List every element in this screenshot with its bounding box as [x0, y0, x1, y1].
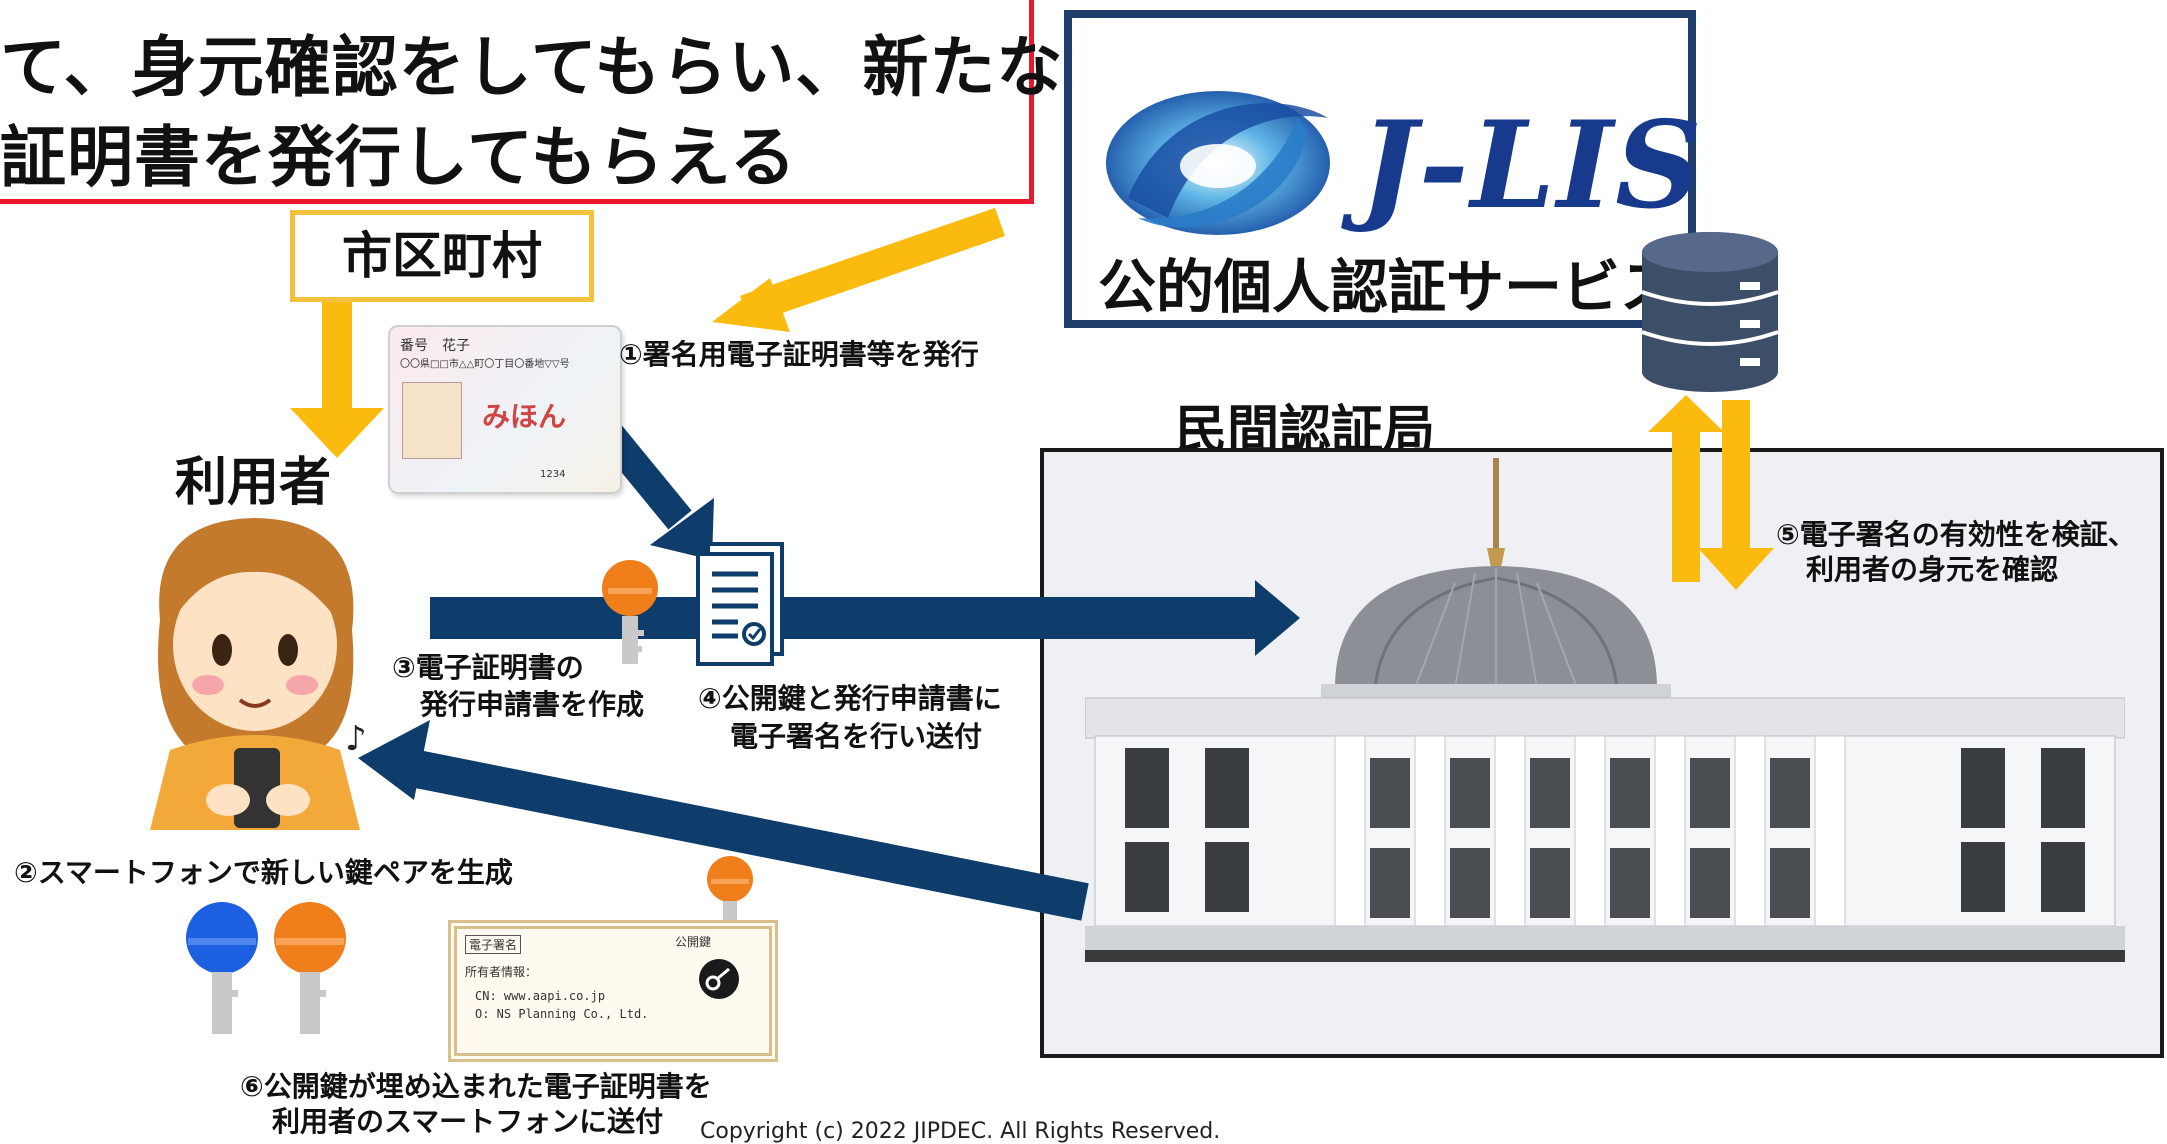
svg-text:♪: ♪	[345, 719, 367, 759]
step-4-label-line-1: ④公開鍵と発行申請書に	[698, 682, 1002, 715]
title-line-1: て、身元確認をしてもらい、新たな	[0, 29, 1064, 106]
arrow-municipality-to-user	[322, 302, 352, 410]
certificate-org: O: NS Planning Co., Ltd.	[475, 1007, 649, 1021]
id-card-stamp: みほん	[482, 400, 567, 433]
certificate-badge: 電子署名	[465, 935, 522, 954]
municipality-box: 市区町村	[290, 210, 594, 302]
public-key-icon	[602, 560, 658, 664]
step-6-label-line-1: ⑥公開鍵が埋め込まれた電子証明書を	[240, 1070, 712, 1103]
municipality-label: 市区町村	[342, 227, 542, 285]
step-5-label-line-1: ⑤電子署名の有効性を検証、	[1776, 518, 2136, 551]
step-1-label: ①署名用電子証明書等を発行	[619, 338, 979, 371]
arrow-ca-to-jlis-head	[1648, 395, 1724, 432]
jlis-swirl-logo	[1106, 91, 1330, 235]
arrow-municipality-to-user-head	[290, 408, 384, 458]
my-number-card: 番号 花子 〇〇県□□市△△町〇丁目〇番地▽▽号 みほん 1234	[388, 325, 622, 494]
id-card-number: 1234	[540, 469, 566, 480]
user-avatar: ♪	[150, 518, 367, 830]
id-card-photo	[402, 382, 462, 459]
step-5-label-line-2: 利用者の身元を確認	[1806, 553, 2059, 586]
arrow-title-to-card-head	[712, 278, 790, 332]
database-icon	[1641, 232, 1779, 392]
certificate-seal-icon	[699, 959, 739, 999]
arrow-title-to-card	[740, 207, 1005, 325]
arrow-user-to-ca-head	[1255, 580, 1300, 656]
arrow-ca-to-user-head	[358, 720, 430, 800]
key-pair-icon	[186, 902, 346, 1034]
arrow-card-to-document-head	[650, 498, 714, 560]
step-3-label-line-2: 発行申請書を作成	[420, 688, 645, 721]
application-document-icon	[696, 542, 784, 666]
id-card-name: 番号 花子	[400, 338, 470, 354]
certificate-key-label: 公開鍵	[675, 935, 712, 949]
arrow-jlis-to-ca-head	[1698, 548, 1774, 590]
arrow-user-to-ca	[430, 597, 1260, 639]
certificate-owner-label: 所有者情報：	[465, 965, 538, 979]
jlis-wordmark: J-LIS	[1360, 95, 1704, 236]
title-line-2: 証明書を発行してもらえる	[0, 119, 797, 196]
user-label: 利用者	[175, 453, 332, 513]
arrow-jlis-to-ca	[1722, 400, 1750, 550]
step-6-label-line-2: 利用者のスマートフォンに送付	[272, 1105, 664, 1138]
certificate-cn: CN: www.aapi.co.jp	[475, 989, 606, 1003]
jlis-service-label: 公的個人認証サービス	[1098, 253, 1679, 321]
title-box	[0, 0, 1034, 204]
step-3-label-line-1: ③電子証明書の	[392, 651, 584, 684]
step-4-label-line-2: 電子署名を行い送付	[730, 720, 983, 753]
building-illustration	[1085, 458, 2125, 962]
arrow-ca-to-jlis	[1672, 432, 1700, 582]
id-card-address: 〇〇県□□市△△町〇丁目〇番地▽▽号	[400, 359, 570, 370]
copyright-notice: Copyright (c) 2022 JIPDEC. All Rights Re…	[700, 1119, 1221, 1144]
digital-certificate: 電子署名 公開鍵 所有者情報： CN: www.aapi.co.jp O: NS…	[448, 920, 778, 1062]
step-2-label: ②スマートフォンで新しい鍵ペアを生成	[14, 856, 513, 889]
arrow-ca-to-user	[408, 749, 1089, 921]
